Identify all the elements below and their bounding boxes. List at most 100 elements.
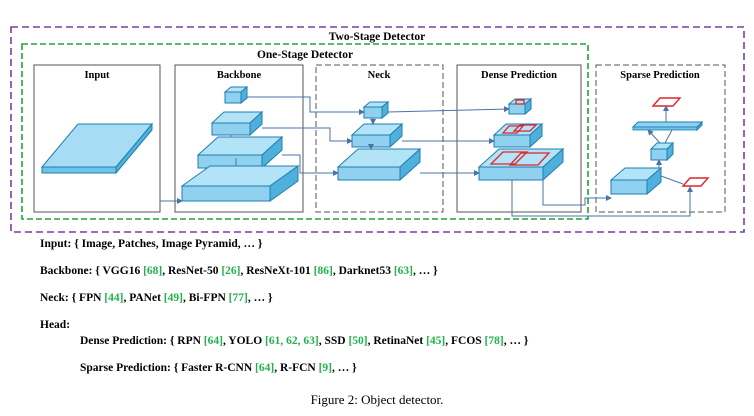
citation-link[interactable]: [64] bbox=[255, 362, 275, 374]
figure-caption: Figure 2: Object detector. bbox=[310, 392, 444, 407]
neck-item-name: Bi-FPN bbox=[188, 292, 226, 304]
backbone-item: ResNet-50 [26], bbox=[168, 265, 244, 277]
backbone-item-name: Darknet53 bbox=[338, 265, 391, 277]
backbone-item-name: VGG16 bbox=[102, 265, 141, 277]
sparse-pred-box-output bbox=[651, 97, 682, 107]
one-stage-detector-frame bbox=[21, 43, 589, 220]
neck-item: PANet [49], bbox=[129, 292, 186, 304]
sparse-proposal-box bbox=[681, 177, 710, 187]
backbone-item: Darknet53 [63], bbox=[338, 265, 416, 277]
backbone-item: ResNeXt-101 [86], bbox=[246, 265, 336, 277]
legend-ellipsis-close: … } bbox=[253, 292, 273, 304]
dense-layer-3 bbox=[507, 97, 533, 116]
legend-open-brace: { bbox=[169, 335, 175, 347]
legend-backbone-label: Backbone: bbox=[40, 265, 93, 277]
neck-item: Bi-FPN [77], bbox=[188, 292, 251, 304]
citation-link[interactable]: [64] bbox=[203, 335, 223, 347]
citation-link[interactable]: [61, 62, 63] bbox=[265, 335, 319, 347]
citation-link[interactable]: [50] bbox=[348, 335, 368, 347]
legend-open-brace: { bbox=[173, 362, 179, 374]
legend-input-text: { Image, Patches, Image Pyramid, … } bbox=[74, 238, 263, 250]
input-panel-label: Input bbox=[84, 70, 110, 81]
backbone-layer-3 bbox=[210, 110, 264, 137]
sparse-item-name: Faster R-CNN bbox=[181, 362, 253, 374]
input-panel bbox=[33, 64, 161, 213]
sparse-feature-map bbox=[609, 166, 663, 196]
dense-layer-1 bbox=[477, 147, 565, 182]
legend-open-brace: { bbox=[71, 292, 77, 304]
sparse-panel-label: Sparse Prediction bbox=[620, 70, 700, 81]
backbone-item: VGG16 [68], bbox=[102, 265, 166, 277]
arrow-backbone-c2-to-neck bbox=[282, 154, 339, 176]
neck-item-name: FPN bbox=[79, 292, 102, 304]
neck-panel bbox=[315, 64, 444, 213]
legend-ellipsis-close: … } bbox=[509, 335, 529, 347]
dense-item: SSD [50], bbox=[324, 335, 371, 347]
dense-item-name: YOLO bbox=[228, 335, 263, 347]
dense-item: RetinaNet [45], bbox=[373, 335, 449, 347]
sparse-item: R-FCN [9], bbox=[279, 362, 335, 374]
sparse-fc-layer bbox=[631, 120, 704, 132]
arrow-dense-to-proposal bbox=[511, 180, 693, 217]
dense-item-name: FCOS bbox=[451, 335, 482, 347]
legend-sparse-label: Sparse Prediction: bbox=[80, 362, 171, 374]
dense-pred-box-medium-1 bbox=[501, 125, 525, 134]
citation-link[interactable]: [49] bbox=[163, 292, 183, 304]
citation-link[interactable]: [68] bbox=[143, 265, 163, 277]
dense-layer-2 bbox=[492, 122, 544, 149]
legend-open-brace: { bbox=[95, 265, 100, 277]
citation-link[interactable]: [9] bbox=[318, 362, 333, 374]
arrow-backbone-c3-to-neck bbox=[262, 127, 353, 144]
citation-link[interactable]: [45] bbox=[426, 335, 446, 347]
neck-item-name: PANet bbox=[129, 292, 161, 304]
backbone-panel bbox=[174, 64, 304, 213]
citation-link[interactable]: [63] bbox=[393, 265, 413, 277]
legend-ellipsis-close: … } bbox=[337, 362, 357, 374]
backbone-layer-1 bbox=[180, 165, 300, 202]
arrow-neck-p4-to-dense bbox=[387, 106, 510, 113]
two-stage-detector-frame bbox=[10, 26, 745, 233]
legend-ellipsis-close: … } bbox=[418, 265, 438, 277]
neck-layer-3 bbox=[362, 100, 390, 120]
neck-layer-2 bbox=[350, 122, 404, 149]
citation-link[interactable]: [77] bbox=[228, 292, 248, 304]
citation-link[interactable]: [44] bbox=[104, 292, 124, 304]
legend-dense-label: Dense Prediction: bbox=[80, 335, 167, 347]
citation-link[interactable]: [86] bbox=[313, 265, 333, 277]
backbone-item-name: ResNet-50 bbox=[168, 265, 219, 277]
dense-pred-box-medium-2 bbox=[512, 124, 538, 132]
legend-backbone: Backbone: { VGG16 [68], ResNet-50 [26], … bbox=[40, 265, 438, 277]
sparse-item-name: R-FCN bbox=[279, 362, 316, 374]
arrow-backbone-c4-to-neck bbox=[247, 96, 365, 115]
legend-dense: Dense Prediction: { RPN [64], YOLO [61, … bbox=[80, 335, 528, 347]
neck-layer-1 bbox=[336, 147, 422, 182]
sparse-roi-feature bbox=[649, 141, 675, 162]
backbone-panel-label: Backbone bbox=[217, 70, 262, 81]
dense-item: RPN [64], bbox=[177, 335, 226, 347]
dense-item-name: SSD bbox=[324, 335, 346, 347]
legend-neck-label: Neck: bbox=[40, 292, 69, 304]
sparse-item: Faster R-CNN [64], bbox=[181, 362, 278, 374]
legend-sparse: Sparse Prediction: { Faster R-CNN [64], … bbox=[80, 362, 357, 374]
neck-panel-label: Neck bbox=[368, 70, 391, 81]
legend-head: Head: bbox=[40, 319, 70, 331]
sparse-panel bbox=[595, 64, 726, 213]
dense-pred-box-small bbox=[515, 99, 525, 105]
dense-item: YOLO [61, 62, 63], bbox=[228, 335, 322, 347]
citation-link[interactable]: [78] bbox=[484, 335, 504, 347]
backbone-layer-2 bbox=[196, 135, 284, 170]
connection-arrows bbox=[160, 96, 693, 217]
dense-pred-box-large-1 bbox=[489, 151, 529, 165]
detector-diagram: Two-Stage Detector One-Stage Detector In… bbox=[10, 26, 745, 233]
two-stage-title: Two-Stage Detector bbox=[329, 31, 426, 43]
dense-item-name: RPN bbox=[177, 335, 201, 347]
backbone-layer-4 bbox=[223, 85, 249, 105]
backbone-item-name: ResNeXt-101 bbox=[246, 265, 311, 277]
dense-panel-label: Dense Prediction bbox=[481, 70, 557, 81]
one-stage-title: One-Stage Detector bbox=[257, 49, 353, 61]
arrow-dense-to-sparse bbox=[542, 180, 612, 206]
dense-item: FCOS [78], bbox=[451, 335, 507, 347]
legend-input: Input: { Image, Patches, Image Pyramid, … bbox=[40, 238, 262, 250]
citation-link[interactable]: [26] bbox=[221, 265, 241, 277]
input-image-slab bbox=[40, 122, 154, 175]
